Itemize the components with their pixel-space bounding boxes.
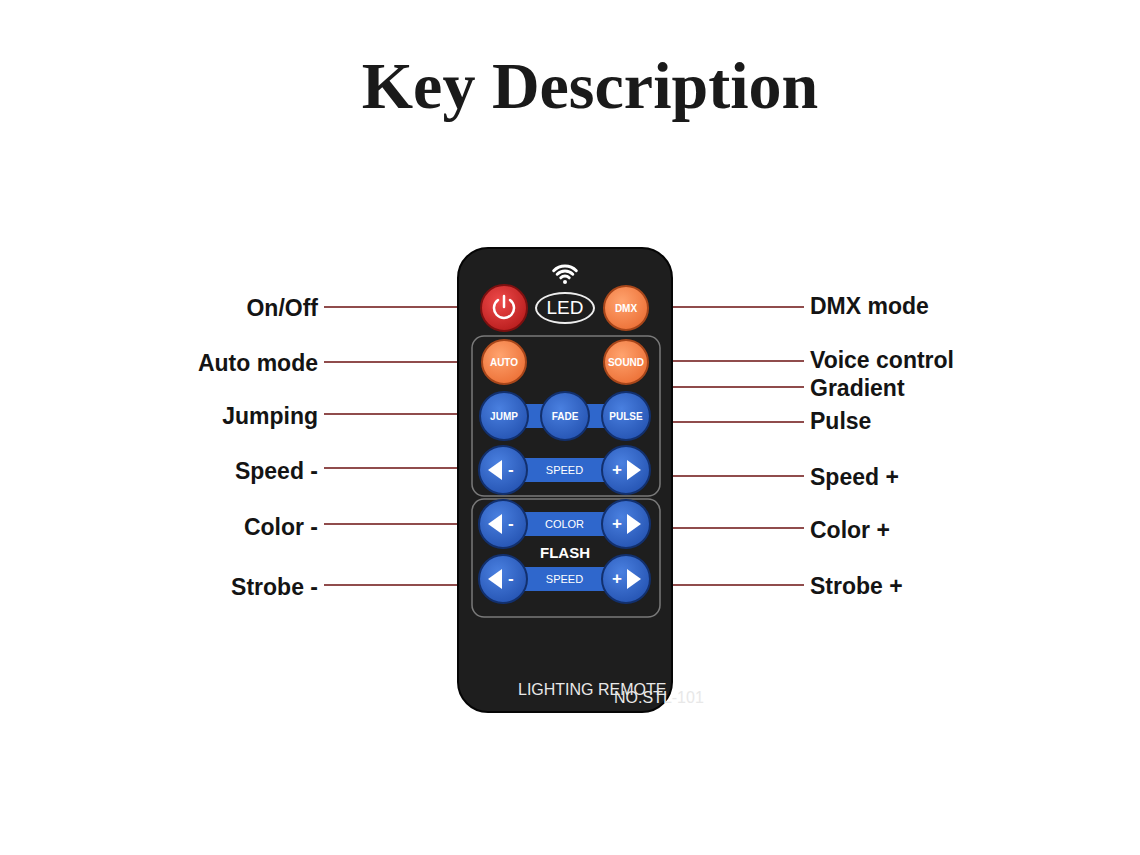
button-label: DMX	[615, 303, 637, 314]
wifi-arc	[554, 266, 577, 271]
callout-label: Strobe +	[810, 573, 903, 600]
arrow-triangle	[627, 514, 641, 534]
arrow-icon	[603, 501, 649, 547]
leader-line	[651, 421, 804, 423]
remote-print: NO.STL-101	[614, 689, 704, 707]
dmx-button: DMX	[603, 285, 649, 331]
button-label: +	[612, 514, 622, 534]
arrow-icon	[480, 501, 526, 547]
leader-line	[324, 523, 478, 525]
fade-button: FADE	[540, 391, 590, 441]
callout-label: Auto mode	[198, 350, 318, 377]
button-label: LED	[547, 297, 584, 319]
arrow-icon	[480, 556, 526, 602]
leader-line	[324, 467, 478, 469]
callout-label: Speed +	[810, 464, 899, 491]
button-label: PULSE	[609, 411, 642, 422]
button-label: -	[508, 460, 514, 480]
color-plus-button: +	[601, 499, 651, 549]
arrow-triangle	[488, 514, 502, 534]
button-label: SOUND	[608, 357, 644, 368]
power-button-face	[481, 285, 527, 331]
strobe-plus-button: +	[601, 554, 651, 604]
arrow-icon	[603, 556, 649, 602]
remote-body	[458, 248, 672, 712]
callout-label: Pulse	[810, 408, 871, 435]
arrow-triangle	[488, 569, 502, 589]
callout-label: Voice control	[810, 347, 954, 374]
leader-line	[324, 584, 478, 586]
button-label: +	[612, 460, 622, 480]
leader-line	[324, 413, 478, 415]
wifi-arc	[557, 271, 573, 274]
jump-button: JUMP	[479, 391, 529, 441]
leader-line	[651, 584, 804, 586]
arrow-icon	[480, 447, 526, 493]
callout-label: On/Off	[246, 295, 318, 322]
callout-label: Color -	[244, 514, 318, 541]
button-group-outline	[472, 499, 660, 617]
wifi-arc	[561, 276, 569, 278]
callout-label: DMX mode	[810, 293, 929, 320]
color-minus-button: -	[478, 499, 528, 549]
button-label: -	[508, 514, 514, 534]
arrow-icon	[603, 447, 649, 493]
callout-label: Strobe -	[231, 574, 318, 601]
button-label: FADE	[552, 411, 579, 422]
speed-minus-button: -	[478, 445, 528, 495]
button-label: AUTO	[490, 357, 518, 368]
leader-line	[651, 527, 804, 529]
speed-band: SPEED - +	[503, 458, 626, 482]
power-symbol	[503, 296, 506, 307]
button-group-outline	[472, 336, 660, 496]
callout-label: Gradient	[810, 375, 905, 402]
callout-label: Jumping	[222, 403, 318, 430]
button-label: JUMP	[490, 411, 518, 422]
power-button	[481, 285, 527, 331]
wifi-dot	[563, 280, 567, 284]
strobe-minus-button: -	[478, 554, 528, 604]
leader-line	[651, 475, 804, 477]
page-title: Key Description	[362, 48, 818, 124]
remote-body-label-area: LIGHTING REMOTENO.STL-101LEDDMXAUTOSOUND…	[458, 248, 672, 712]
button-label: COLOR	[545, 518, 584, 530]
sound-button: SOUND	[603, 339, 649, 385]
flash-label: FLASH	[540, 544, 590, 561]
strobe-band: SPEED - +	[503, 567, 626, 591]
color-band: COLOR - +	[503, 512, 626, 536]
callout-label: Speed -	[235, 458, 318, 485]
wifi-icon	[554, 266, 577, 284]
pulse-button: PULSE	[601, 391, 651, 441]
button-label: SPEED	[546, 573, 583, 585]
button-label: SPEED	[546, 464, 583, 476]
auto-button: AUTO	[481, 339, 527, 385]
button-label: -	[508, 569, 514, 589]
speed-plus-button: +	[601, 445, 651, 495]
callout-label: Color +	[810, 517, 890, 544]
button-label: +	[612, 569, 622, 589]
arrow-triangle	[627, 569, 641, 589]
arrow-triangle	[627, 460, 641, 480]
led-logo: LED	[535, 292, 595, 324]
arrow-triangle	[488, 460, 502, 480]
